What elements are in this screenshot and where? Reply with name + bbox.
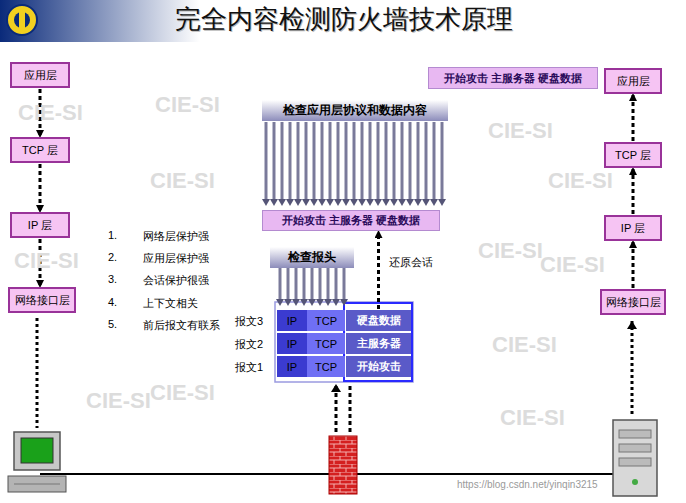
box-text: 检查应用层协议和数据内容 [283,102,427,119]
list-item: 上下文相关 [143,296,198,311]
ip-cell: IP [277,356,307,377]
edge-label: 还原会话 [387,255,435,270]
data-cell: 硬盘数据 [346,310,411,331]
box-text: IP 层 [28,218,52,233]
box-text: 开始攻击 主服务器 硬盘数据 [444,71,582,86]
url-watermark: https://blog.csdn.net/yinqin3215 [455,479,600,490]
box-text: TCP [315,315,337,327]
dashed-arrow [632,242,635,288]
list-item: 应用层保护强 [143,251,209,266]
box-text: IP [287,315,297,327]
ip-cell: IP [277,310,307,331]
slide-title: 完全内容检测防火墙技术原理 [175,2,513,37]
box-text: IP 层 [621,221,645,236]
watermark: CIE-SI [540,252,605,278]
ip-cell: IP [277,333,307,354]
layer-box: 应用层 [604,68,662,94]
callout-number: 5. [108,318,117,330]
box-text: IP [287,338,297,350]
box-text: TCP 层 [22,143,58,158]
watermark: CIE-SI [86,388,151,414]
box-text: TCP [315,338,337,350]
box-text: 硬盘数据 [357,313,401,328]
data-cell: 开始攻击 [346,356,411,377]
dashed-arrow [632,95,635,141]
box-text: 网络接口层 [15,293,70,308]
box-text: 开始攻击 [357,359,401,374]
callout-number: 1. [108,229,117,241]
box-text: IP [287,361,297,373]
data-cell: 主服务器 [346,333,411,354]
watermark: CIE-SI [488,118,553,144]
callout-number: 2. [108,251,117,263]
layer-box: TCP 层 [604,142,662,168]
watermark: CIE-SI [14,248,79,274]
layer-box: 网络接口层 [8,287,76,313]
watermark: CIE-SI [18,100,83,126]
layer-box: IP 层 [10,212,70,238]
dashed-arrow [39,164,42,211]
inspect-band: 检查报头 [270,247,354,268]
box-text: 主服务器 [357,336,401,351]
box-text: 网络接口层 [606,295,661,310]
dashed-arrow [632,169,635,214]
tcp-cell: TCP [307,356,345,377]
list-item: 会话保护很强 [143,273,209,288]
data-bar: 开始攻击 主服务器 硬盘数据 [428,67,598,89]
box-text: 应用层 [617,74,650,89]
box-text: 检查报头 [288,249,336,266]
watermark: CIE-SI [150,168,215,194]
tcp-cell: TCP [307,310,345,331]
inspect-band: 检查应用层协议和数据内容 [262,100,448,121]
packet-label: 报文3 [235,314,263,329]
layer-box: 网络接口层 [600,289,666,315]
packet-label: 报文1 [235,360,263,375]
watermark: CIE-SI [478,238,543,264]
watermark: CIE-SI [500,405,565,431]
box-text: TCP 层 [615,148,651,163]
callout-number: 4. [108,296,117,308]
box-text: 应用层 [24,68,57,83]
tcp-cell: TCP [307,333,345,354]
packet-label: 报文2 [235,337,263,352]
dashed-arrow [377,232,380,309]
layer-box: 应用层 [10,62,70,88]
list-item: 网络层保护强 [143,229,209,244]
list-item: 前后报文有联系 [143,318,220,333]
layer-box: IP 层 [604,215,662,241]
box-text: TCP [315,361,337,373]
watermark: CIE-SI [492,332,557,358]
watermark: CIE-SI [548,168,613,194]
callout-number: 3. [108,273,117,285]
watermark: CIE-SI [155,92,220,118]
data-bar: 开始攻击 主服务器 硬盘数据 [262,210,440,231]
box-text: 开始攻击 主服务器 硬盘数据 [282,213,420,228]
watermark: CIE-SI [150,380,215,406]
layer-box: TCP 层 [10,137,70,163]
